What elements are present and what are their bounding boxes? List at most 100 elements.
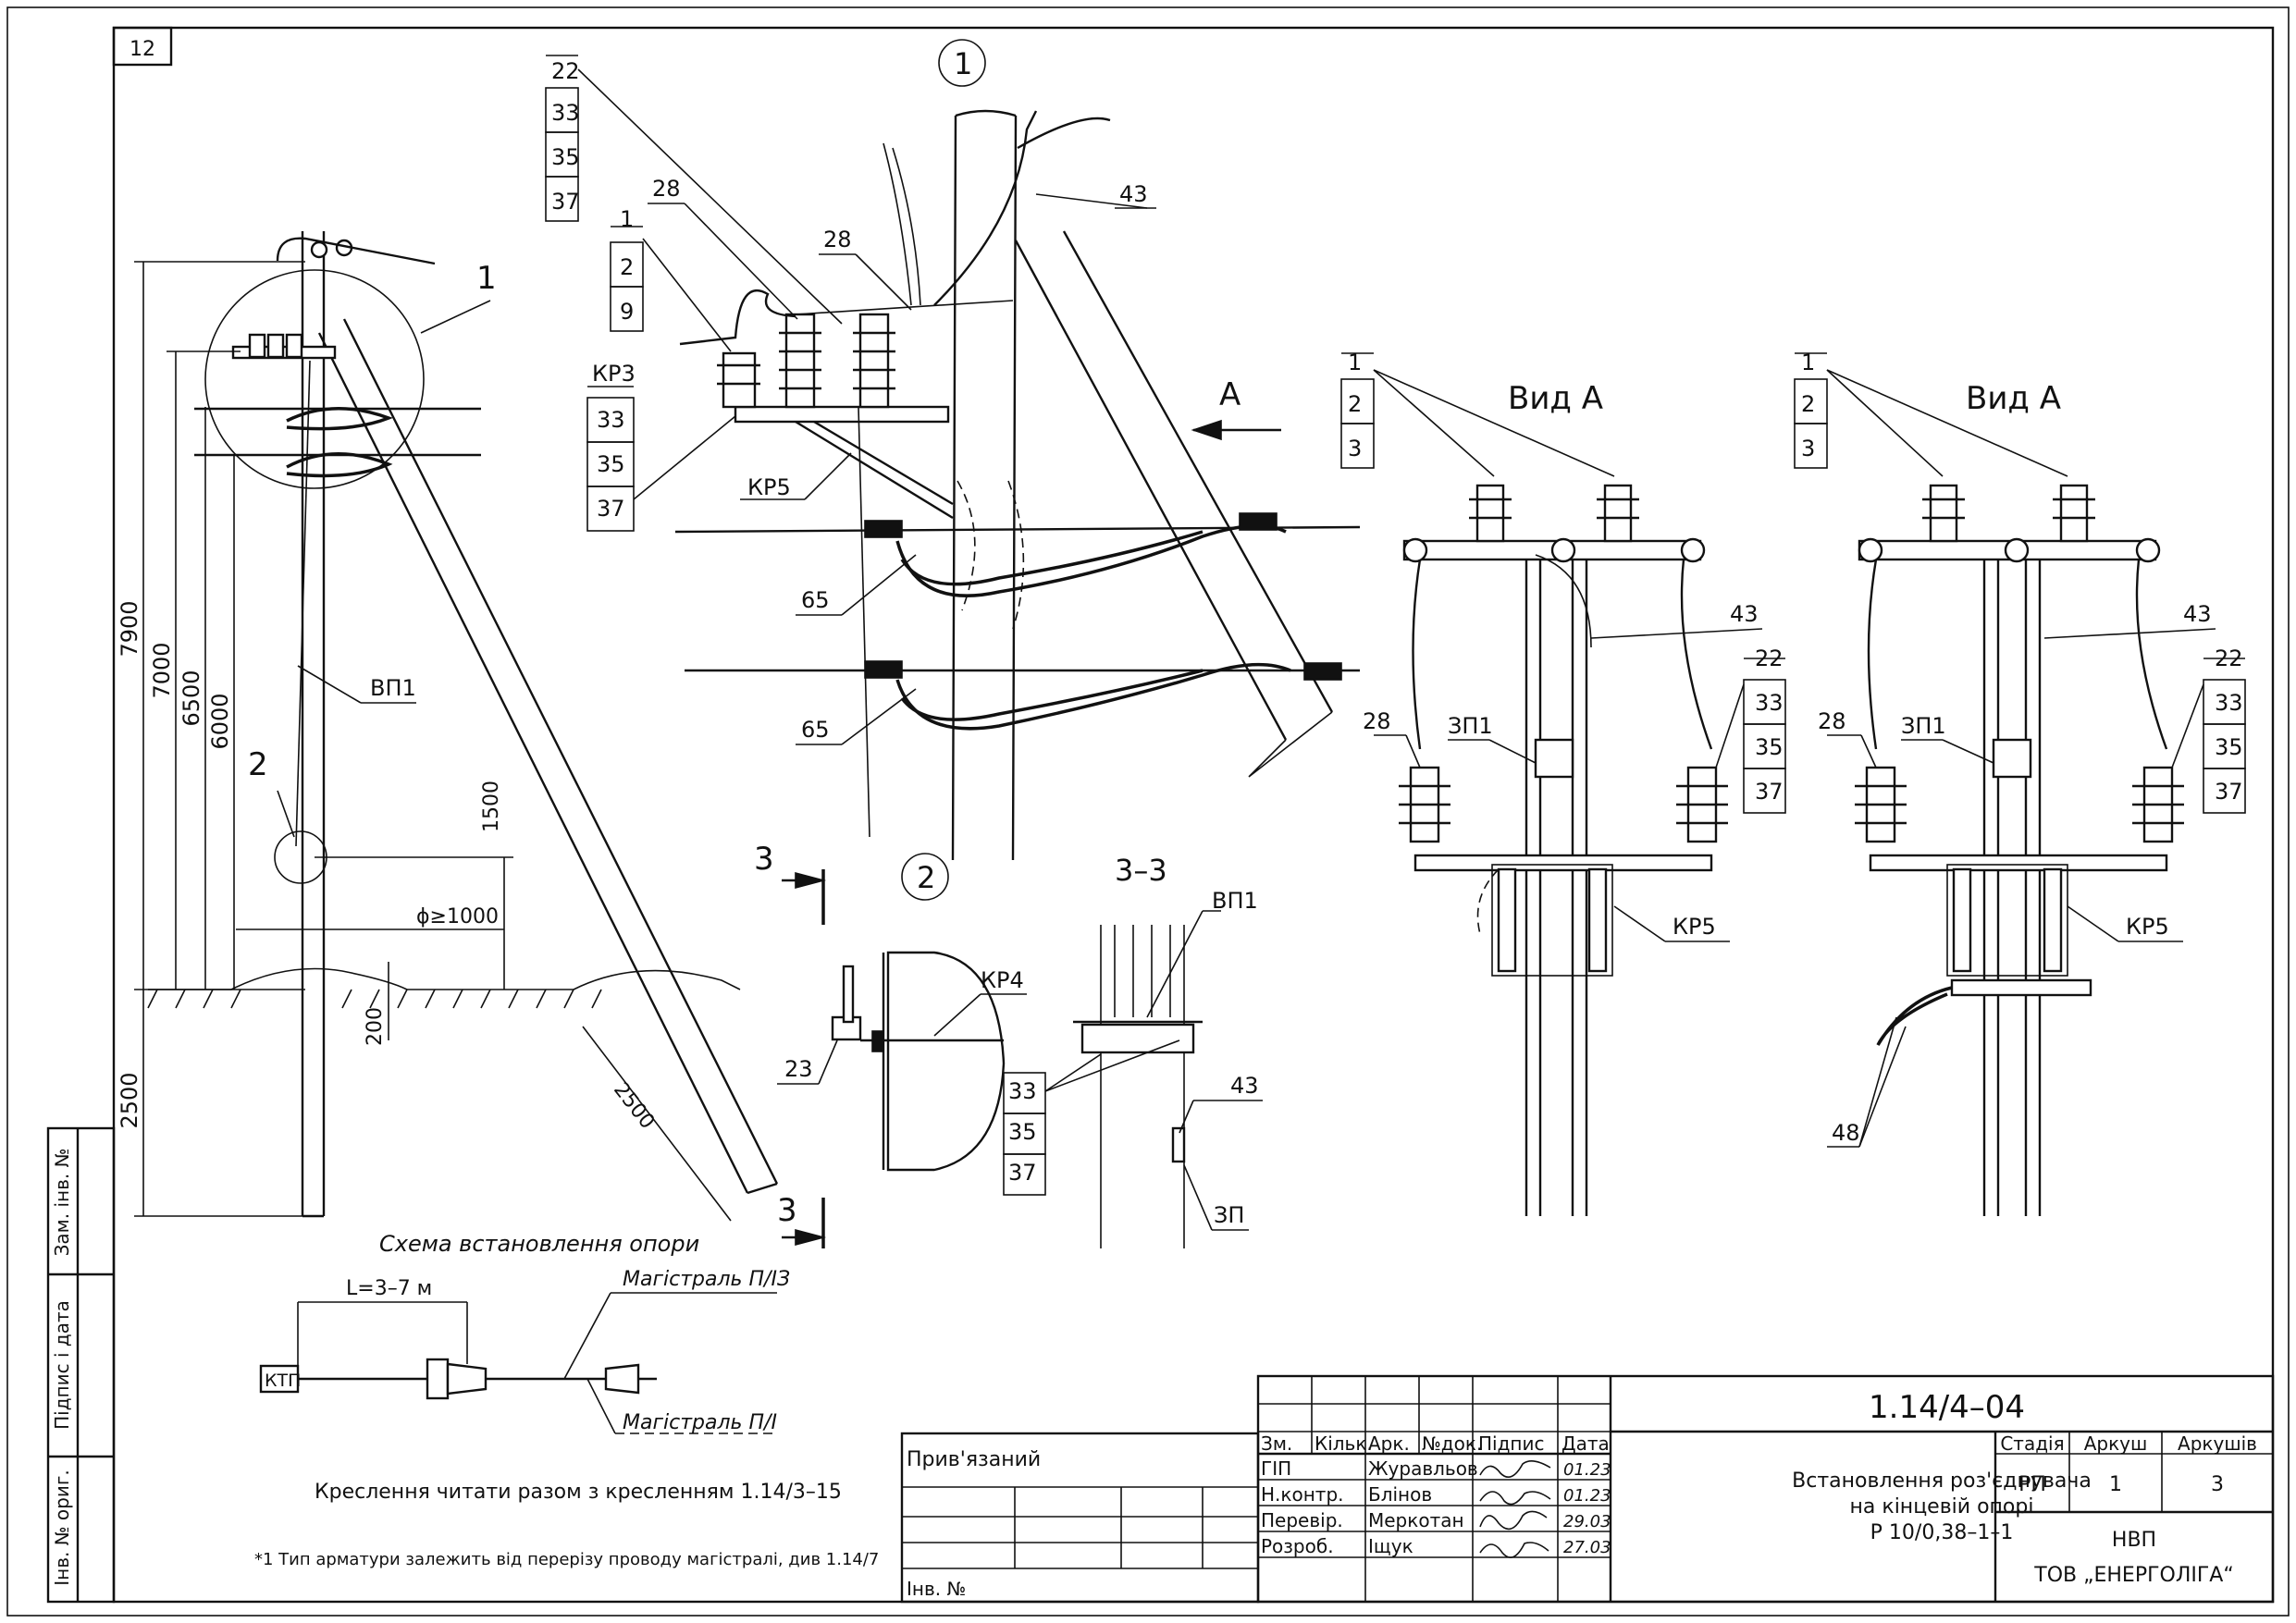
label-43-detail: 43	[1119, 181, 1148, 207]
label-28-viewa2: 28	[1818, 708, 1846, 734]
label-kr4: КР4	[981, 967, 1024, 993]
label-2-viewa1: 2	[1348, 391, 1362, 417]
label-43-viewa1: 43	[1730, 601, 1759, 627]
label-kr5-detail: КР5	[747, 474, 791, 500]
signatures	[1479, 1460, 1551, 1558]
label-35-viewa1: 35	[1755, 734, 1784, 760]
th-sheet: Аркуш	[2084, 1432, 2148, 1455]
dim-7000: 7000	[149, 642, 175, 698]
label-23: 23	[784, 1056, 813, 1082]
row-name-2: Меркотан	[1368, 1509, 1464, 1531]
label-43-viewa2: 43	[2183, 601, 2212, 627]
dim-7900: 7900	[117, 600, 142, 657]
label-1-viewa2: 1	[1801, 350, 1815, 375]
title-desc-3: Р 10/0,38–1–1	[1870, 1521, 2014, 1544]
th-sheets: Аркушів	[2178, 1432, 2257, 1455]
detail-2-view: КР4 23	[777, 951, 1027, 1172]
side-stamp-pidpys: Підпис і дата	[51, 1300, 73, 1430]
th-ark: Арк.	[1368, 1432, 1410, 1455]
section-3-3-view: 3–3 ВП1 33 35 37 43 ЗП	[1003, 853, 1263, 1248]
org-line-1: НВП	[2112, 1529, 2156, 1552]
th-stage: Стадія	[2000, 1432, 2064, 1455]
label-9: 9	[620, 299, 634, 325]
pole-installation-view: 1 ВП1 2 7900 2500 7000 6500	[117, 231, 779, 1257]
dim-2500-vertical: 2500	[117, 1072, 142, 1128]
label-3-viewa1: 3	[1348, 436, 1362, 461]
label-28-viewa1: 28	[1363, 708, 1391, 734]
row-date-2: 29.03	[1563, 1512, 1611, 1531]
scheme-main-plz: Магістраль П/ІЗ	[623, 1268, 790, 1291]
label-zp1-viewa2: ЗП1	[1901, 713, 1946, 739]
label-zp: ЗП	[1214, 1202, 1244, 1228]
side-stamp: Зам. інв. № Підпис і дата Інв. № ориг.	[46, 1126, 116, 1604]
row-date-0: 01.23	[1563, 1460, 1611, 1480]
row-name-0: Журавльов	[1368, 1457, 1478, 1480]
label-3-viewa2: 3	[1801, 436, 1815, 461]
detail-2-number: 2	[917, 860, 935, 895]
row-date-1: 01.23	[1563, 1486, 1611, 1506]
callout-2: 2	[248, 746, 268, 783]
val-stage: РП	[2018, 1473, 2046, 1496]
connection-scheme: КТП L=3–7 м Магістраль П/ІЗ Магістраль П…	[259, 1268, 790, 1434]
view-a-first: Вид А 1 2 3	[1340, 350, 1786, 1216]
row-name-3: Іщук	[1368, 1535, 1413, 1557]
detail-1-view: 1	[545, 39, 1361, 1248]
label-33-viewa1: 33	[1755, 690, 1784, 716]
label-vp1: ВП1	[370, 675, 416, 701]
label-kr5-viewa1: КР5	[1673, 914, 1716, 940]
val-sheets: 3	[2211, 1473, 2224, 1496]
label-1: 1	[620, 206, 634, 232]
dim-200: 200	[364, 1007, 387, 1046]
dim-2500-diagonal: 2500	[609, 1078, 659, 1134]
dim-6000: 6000	[207, 693, 233, 749]
th-pidpys: Підпис	[1478, 1432, 1545, 1455]
detail-1-number: 1	[954, 46, 972, 81]
arrow-a-label: A	[1219, 376, 1241, 413]
title-desc-2: на кінцевій опорі	[1850, 1495, 2034, 1518]
note-footnote: *1 Тип арматури залежить від перерізу пр…	[254, 1550, 879, 1569]
label-43-section: 43	[1230, 1073, 1259, 1099]
row-name-1: Блінов	[1368, 1483, 1432, 1506]
label-vp1-section: ВП1	[1212, 888, 1258, 914]
label-zp1-viewa1: ЗП1	[1448, 713, 1493, 739]
label-22-top: 22	[551, 58, 580, 84]
label-37-viewa2: 37	[2215, 779, 2243, 805]
title-code: 1.14/4–04	[1869, 1389, 2025, 1426]
side-stamp-zam: Зам. інв. №	[51, 1149, 73, 1257]
row-role-0: ГІП	[1261, 1457, 1291, 1480]
section-mark-left: 3	[754, 841, 774, 878]
sheet-number-box	[112, 26, 173, 67]
label-22-viewa1: 22	[1755, 646, 1784, 671]
label-35-section: 35	[1008, 1119, 1037, 1145]
label-kr3: КР3	[592, 361, 636, 387]
dim-phi: ϕ≥1000	[416, 905, 499, 928]
title-attached: Прив'язаний	[907, 1448, 1041, 1471]
label-37-viewa1: 37	[1755, 779, 1784, 805]
row-date-3: 27.03	[1563, 1538, 1611, 1557]
label-33-top: 33	[551, 100, 580, 126]
label-35-viewa2: 35	[2215, 734, 2243, 760]
label-33-section: 33	[1008, 1078, 1037, 1104]
row-role-2: Перевір.	[1261, 1509, 1343, 1531]
view-a-title-1: Вид А	[1508, 380, 1603, 417]
section-title: 3–3	[1115, 853, 1167, 888]
label-37-kr3: 37	[597, 496, 625, 522]
label-35-kr3: 35	[597, 451, 625, 477]
section-mark-right: 3	[777, 1192, 797, 1229]
label-28-right: 28	[823, 227, 852, 252]
label-kr5-viewa2: КР5	[2126, 914, 2169, 940]
label-48: 48	[1832, 1120, 1860, 1146]
label-22-viewa2: 22	[2215, 646, 2243, 671]
outer-border	[6, 6, 2290, 1617]
val-sheet: 1	[2109, 1473, 2122, 1496]
th-ndok: №док.	[1422, 1432, 1482, 1455]
note-read-with: Креслення читати разом з кресленням 1.14…	[315, 1481, 842, 1504]
title-desc-1: Встановлення роз'єднувача	[1792, 1469, 2092, 1493]
callout-1: 1	[476, 260, 497, 297]
dim-6500: 6500	[179, 670, 204, 726]
title-block: Прив'язаний Інв. № Зм. Кільк. Арк. №док.…	[900, 1374, 2275, 1604]
dim-1500: 1500	[480, 781, 503, 832]
label-33-viewa2: 33	[2215, 690, 2243, 716]
label-33-kr3: 33	[597, 407, 625, 433]
